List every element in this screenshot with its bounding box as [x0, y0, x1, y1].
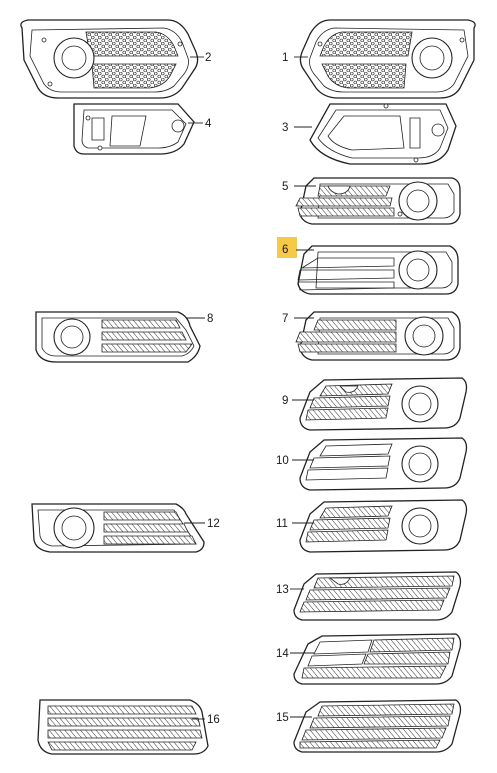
part-label-6[interactable]: 6 [282, 244, 288, 256]
part-1-grille[interactable] [299, 19, 476, 99]
part-12-grille[interactable] [31, 503, 205, 553]
part-10-grille[interactable] [299, 437, 468, 491]
part-label-10[interactable]: 10 [276, 455, 289, 467]
part-label-13[interactable]: 13 [276, 584, 289, 596]
part-label-16[interactable]: 16 [207, 714, 220, 726]
part-6-grille[interactable] [297, 245, 459, 295]
part-15-grille[interactable] [293, 699, 462, 753]
part-label-2[interactable]: 2 [205, 52, 211, 64]
part-label-12[interactable]: 12 [207, 518, 220, 530]
part-5-grille[interactable] [295, 177, 461, 225]
part-label-1[interactable]: 1 [282, 52, 288, 64]
part-label-14[interactable]: 14 [276, 648, 289, 660]
part-label-5[interactable]: 5 [282, 181, 288, 193]
part-label-8[interactable]: 8 [207, 313, 213, 325]
part-6-highlight [277, 237, 297, 258]
part-label-7[interactable]: 7 [282, 313, 288, 325]
part-8-grille[interactable] [35, 311, 201, 363]
part-label-15[interactable]: 15 [276, 712, 289, 724]
part-label-11[interactable]: 11 [276, 518, 288, 530]
part-3-bracket[interactable] [309, 103, 457, 165]
part-label-9[interactable]: 9 [282, 395, 288, 407]
part-label-4[interactable]: 4 [205, 118, 212, 130]
part-13-grille[interactable] [293, 571, 462, 621]
part-11-grille[interactable] [299, 499, 468, 553]
part-label-3[interactable]: 3 [282, 122, 288, 134]
part-7-grille[interactable] [295, 311, 461, 361]
part-14-grille[interactable] [293, 633, 462, 685]
part-4-bracket[interactable] [73, 103, 195, 155]
part-2-grille[interactable] [20, 19, 199, 99]
part-16-grille[interactable] [37, 699, 209, 755]
part-9-grille[interactable] [299, 377, 468, 431]
